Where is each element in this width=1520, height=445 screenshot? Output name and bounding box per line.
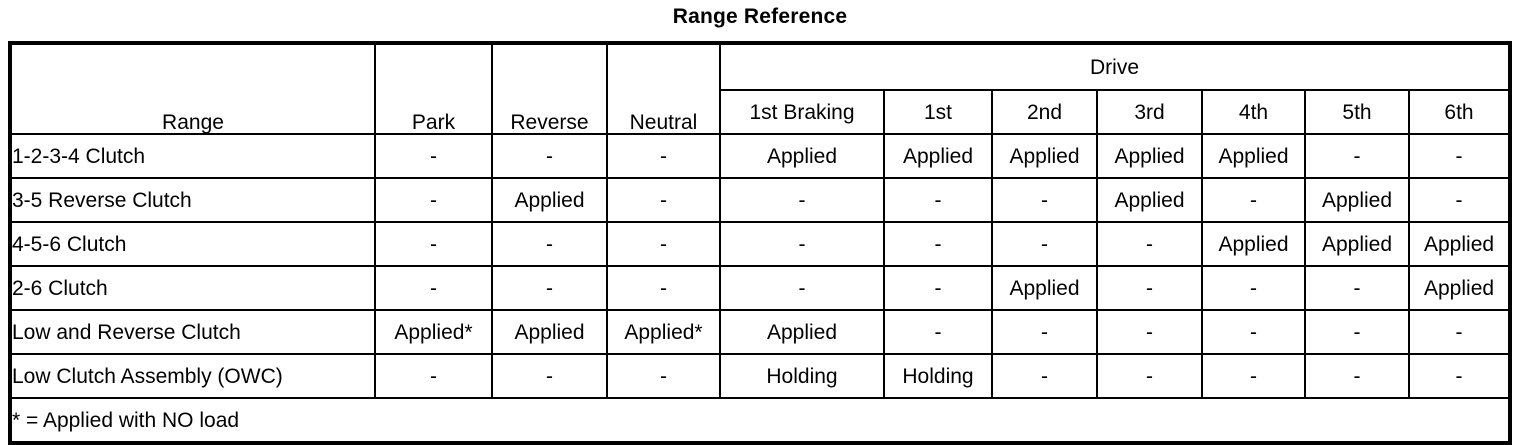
cell-1st: -	[883, 177, 993, 223]
cell-1st-braking: -	[719, 221, 885, 267]
cell-3rd: -	[1096, 309, 1203, 355]
row-label: Low and Reverse Clutch	[9, 309, 376, 355]
cell-neutral: Applied*	[606, 309, 721, 355]
cell-1st-braking: -	[719, 177, 885, 223]
cell-5th: Applied	[1304, 177, 1410, 223]
table-footnote-row: * = Applied with NO load	[8, 397, 1512, 444]
cell-5th: -	[1304, 353, 1410, 399]
column-group-header-drive: Drive	[718, 42, 1512, 91]
cell-1st: -	[883, 309, 993, 355]
cell-park: -	[374, 177, 493, 223]
cell-6th: -	[1407, 177, 1512, 223]
cell-2nd: Applied	[991, 133, 1098, 179]
cell-3rd: Applied	[1096, 133, 1203, 179]
cell-neutral: -	[606, 353, 721, 399]
column-header-6th: 6th	[1407, 89, 1512, 135]
cell-1st: -	[883, 221, 993, 267]
cell-2nd: Applied	[991, 265, 1098, 311]
cell-reverse: -	[491, 265, 608, 311]
column-header-5th: 5th	[1304, 89, 1410, 135]
cell-1st: -	[883, 265, 993, 311]
cell-reverse: -	[491, 221, 608, 267]
cell-3rd: -	[1096, 353, 1203, 399]
page-title: Range Reference	[672, 5, 848, 28]
row-label: 2-6 Clutch	[9, 265, 376, 311]
table-row: 2-6 Clutch - - - - - Applied - - - Appli…	[9, 265, 1512, 311]
range-reference-page: Range Reference Range Park Reve	[8, 5, 1513, 445]
cell-reverse: -	[491, 353, 608, 399]
cell-neutral: -	[606, 221, 721, 267]
cell-park: -	[374, 265, 493, 311]
cell-park: -	[374, 353, 493, 399]
cell-4th: Applied	[1201, 133, 1306, 179]
cell-1st-braking: Applied	[719, 133, 885, 179]
cell-4th: -	[1201, 177, 1306, 223]
cell-5th: Applied	[1304, 221, 1410, 267]
table-row: Low Clutch Assembly (OWC) - - - Holding …	[9, 353, 1512, 399]
column-header-1st: 1st	[883, 89, 993, 135]
column-header-park: Park	[374, 42, 493, 135]
cell-3rd: -	[1096, 221, 1203, 267]
column-header-2nd: 2nd	[991, 89, 1098, 135]
cell-5th: -	[1304, 133, 1410, 179]
cell-4th: Applied	[1201, 221, 1306, 267]
table-header-row-group: Range Park Reverse Neutral Drive	[9, 42, 1512, 135]
row-label: 4-5-6 Clutch	[9, 221, 376, 267]
cell-4th: -	[1201, 265, 1306, 311]
cell-2nd: -	[991, 221, 1098, 267]
cell-reverse: -	[491, 133, 608, 179]
column-header-3rd: 3rd	[1096, 89, 1203, 135]
table-header-row-subcolumns: 1st Braking 1st 2nd 3rd 4th 5th 6th	[10, 89, 1512, 135]
cell-1st: Applied	[883, 133, 993, 179]
cell-1st-braking: -	[719, 265, 885, 311]
cell-6th: -	[1407, 309, 1512, 355]
table-header: Range Park Reverse Neutral Drive 1st Bra…	[9, 42, 1512, 135]
cell-3rd: -	[1096, 265, 1203, 311]
cell-neutral: -	[606, 133, 721, 179]
cell-2nd: -	[991, 353, 1098, 399]
cell-4th: -	[1201, 309, 1306, 355]
cell-park: -	[374, 133, 493, 179]
cell-6th: -	[1407, 353, 1512, 399]
table-row: 3-5 Reverse Clutch - Applied - - - - App…	[9, 177, 1512, 223]
table-body: 1-2-3-4 Clutch - - - Applied Applied App…	[8, 133, 1512, 444]
column-header-1st-braking: 1st Braking	[719, 89, 885, 135]
column-header-range: Range	[9, 42, 376, 135]
cell-2nd: -	[991, 177, 1098, 223]
cell-park: Applied*	[374, 309, 493, 355]
cell-5th: -	[1304, 309, 1410, 355]
cell-neutral: -	[606, 177, 721, 223]
row-label: 3-5 Reverse Clutch	[9, 177, 376, 223]
cell-1st-braking: Holding	[719, 353, 885, 399]
cell-reverse: Applied	[491, 309, 608, 355]
column-header-neutral: Neutral	[606, 42, 721, 135]
table-row: 4-5-6 Clutch - - - - - - - Applied Appli…	[9, 221, 1512, 267]
cell-4th: -	[1201, 353, 1306, 399]
cell-neutral: -	[606, 265, 721, 311]
cell-reverse: Applied	[491, 177, 608, 223]
column-header-4th: 4th	[1201, 89, 1306, 135]
table-row: 1-2-3-4 Clutch - - - Applied Applied App…	[9, 133, 1512, 179]
table-footnote: * = Applied with NO load	[8, 397, 1512, 444]
cell-2nd: -	[991, 309, 1098, 355]
range-reference-table: Range Park Reverse Neutral Drive 1st Bra…	[8, 41, 1513, 445]
cell-6th: -	[1407, 133, 1512, 179]
cell-park: -	[374, 221, 493, 267]
row-label: 1-2-3-4 Clutch	[9, 133, 376, 179]
range-reference-table-container: Range Park Reverse Neutral Drive 1st Bra…	[8, 41, 1513, 445]
column-header-reverse: Reverse	[491, 42, 608, 135]
table-row: Low and Reverse Clutch Applied* Applied …	[9, 309, 1512, 355]
cell-3rd: Applied	[1096, 177, 1203, 223]
cell-1st-braking: Applied	[719, 309, 885, 355]
cell-6th: Applied	[1407, 265, 1512, 311]
cell-6th: Applied	[1407, 221, 1512, 267]
cell-1st: Holding	[883, 353, 993, 399]
cell-5th: -	[1304, 265, 1410, 311]
row-label: Low Clutch Assembly (OWC)	[9, 353, 376, 399]
